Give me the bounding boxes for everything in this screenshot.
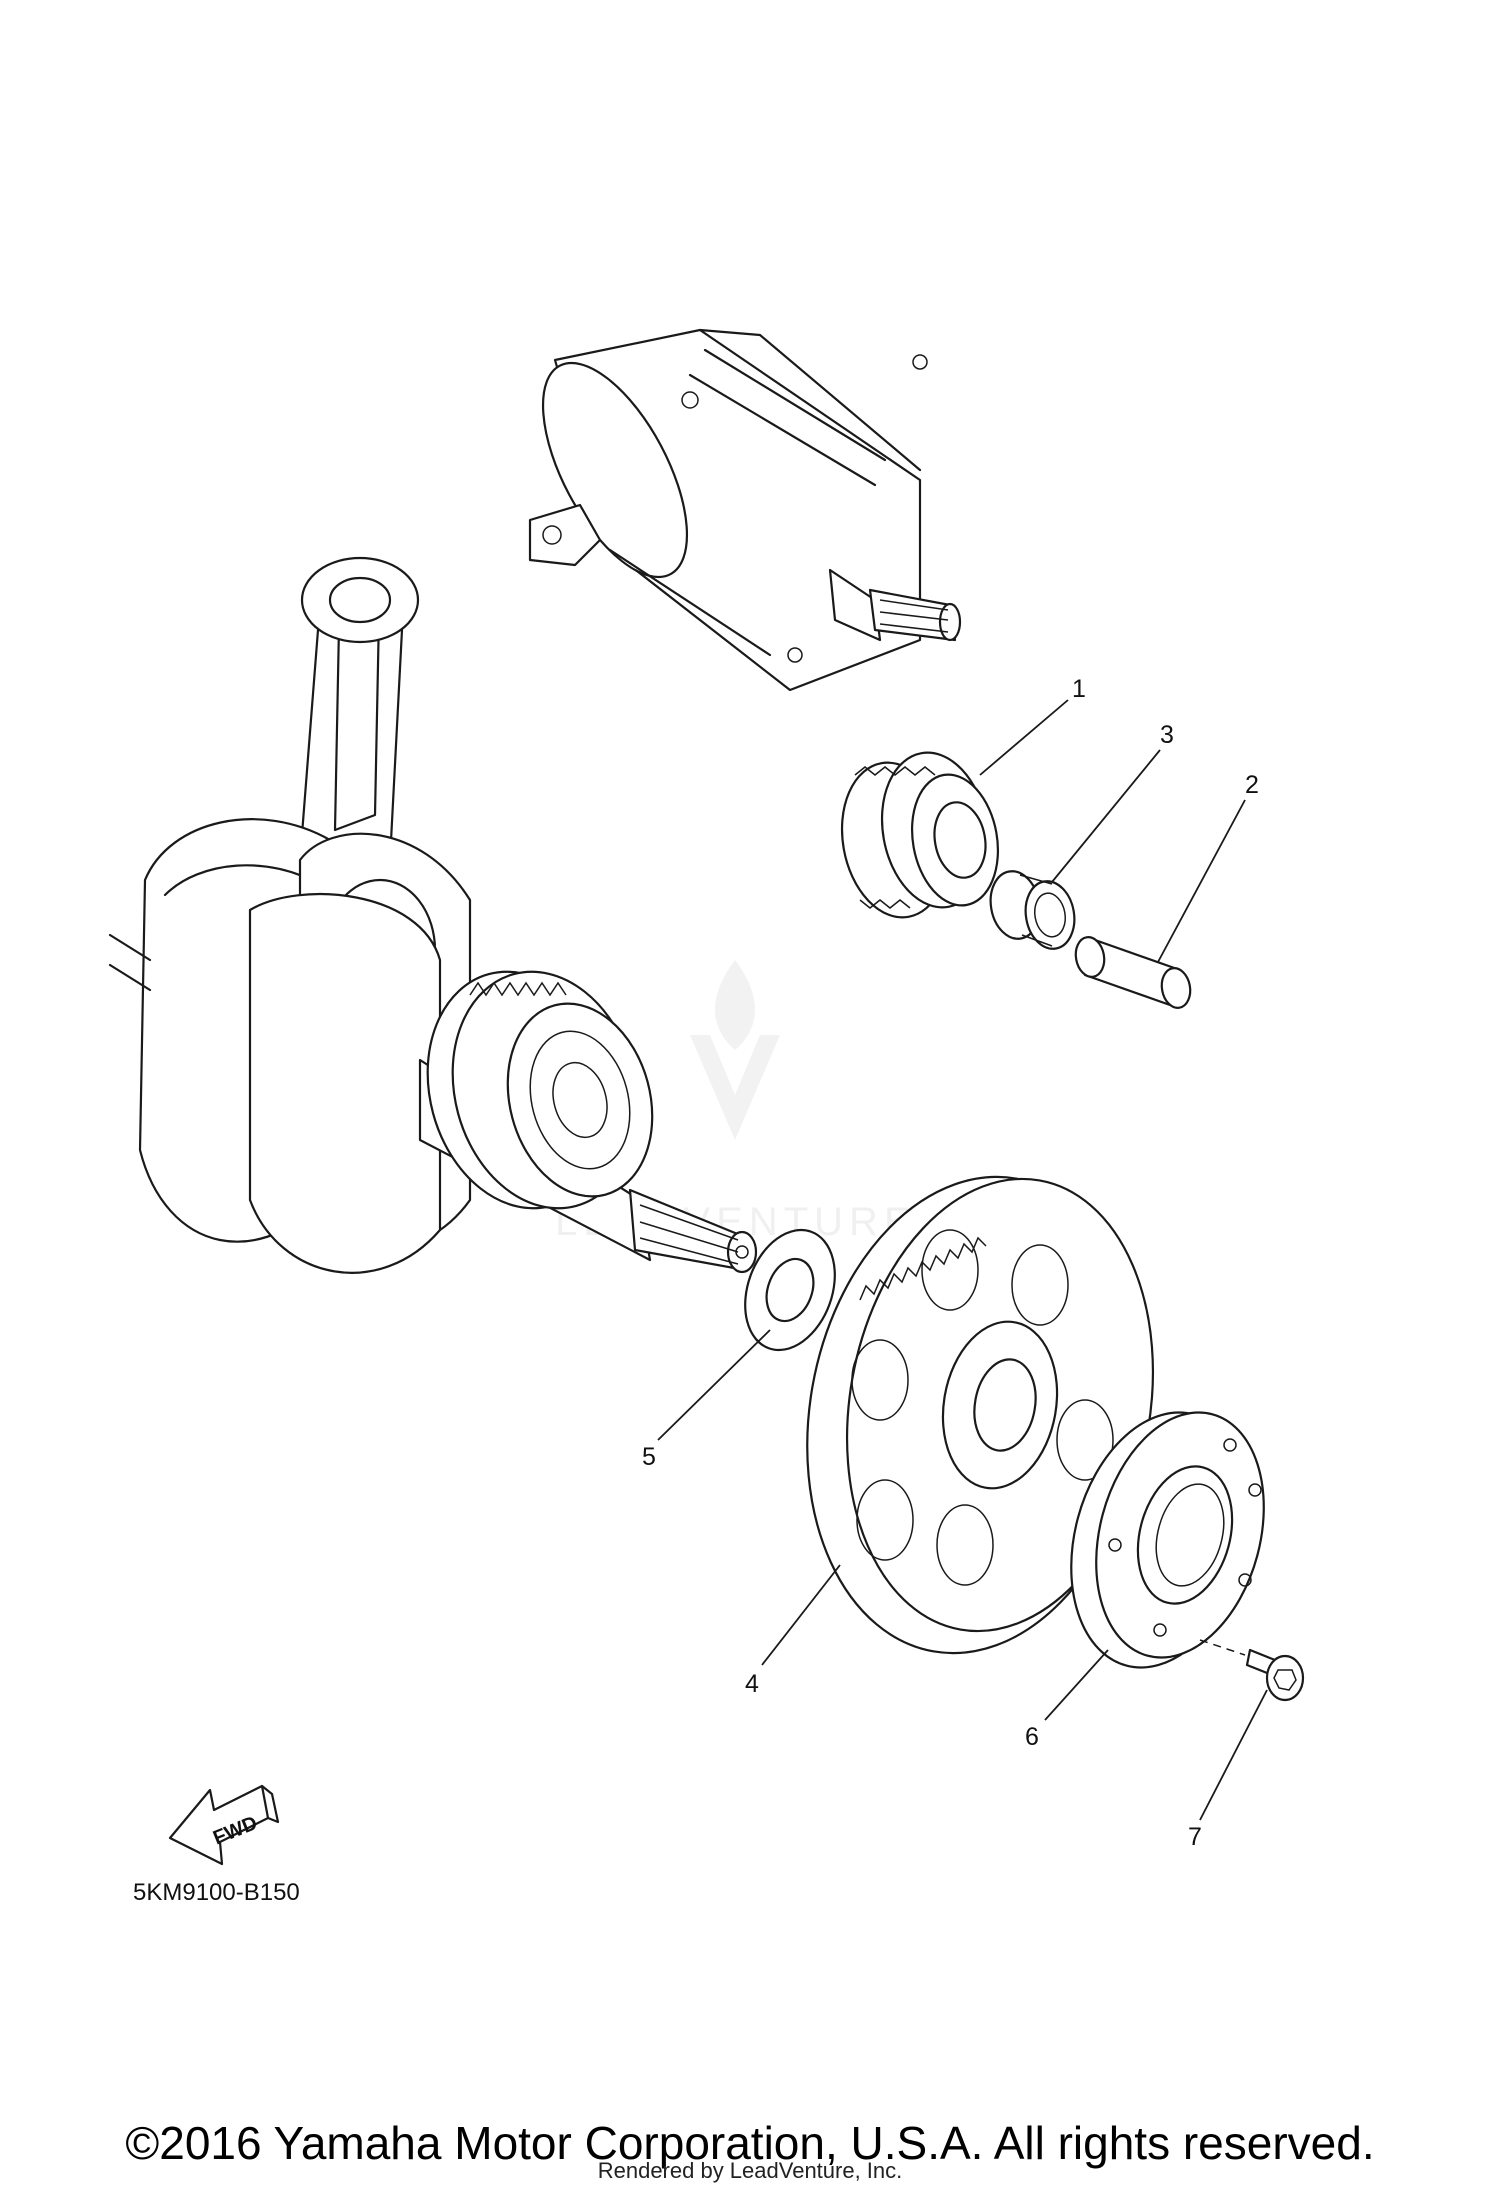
rendered-by-notice: Rendered by LeadVenture, Inc.	[597, 2158, 903, 2183]
fwd-arrow-icon: FWD	[168, 1784, 280, 1866]
callout-6: 6	[1025, 1723, 1039, 1751]
part-2-shaft	[1074, 936, 1192, 1009]
part-7-bolt	[1199, 1639, 1305, 1702]
callout-2: 2	[1245, 771, 1259, 799]
part-5-washer	[744, 1228, 836, 1352]
part-1-idle-gear	[840, 751, 1000, 919]
diagram-code: 5KM9100-B150	[133, 1879, 300, 1906]
leader-lines	[657, 699, 1268, 1821]
part-4-wheel-gear	[806, 1175, 1155, 1655]
callout-7: 7	[1188, 1823, 1202, 1851]
copyright-notice: ©2016 Yamaha Motor Corporation, U.S.A. A…	[125, 2117, 1375, 2169]
starter-motor	[528, 328, 962, 692]
callout-5: 5	[642, 1443, 656, 1471]
callout-4: 4	[745, 1670, 759, 1698]
part-6-clutch	[1070, 1411, 1265, 1669]
crankshaft	[108, 556, 758, 1274]
callout-1: 1	[1072, 675, 1086, 703]
part-3-bearing	[989, 870, 1076, 950]
callout-3: 3	[1160, 721, 1174, 749]
